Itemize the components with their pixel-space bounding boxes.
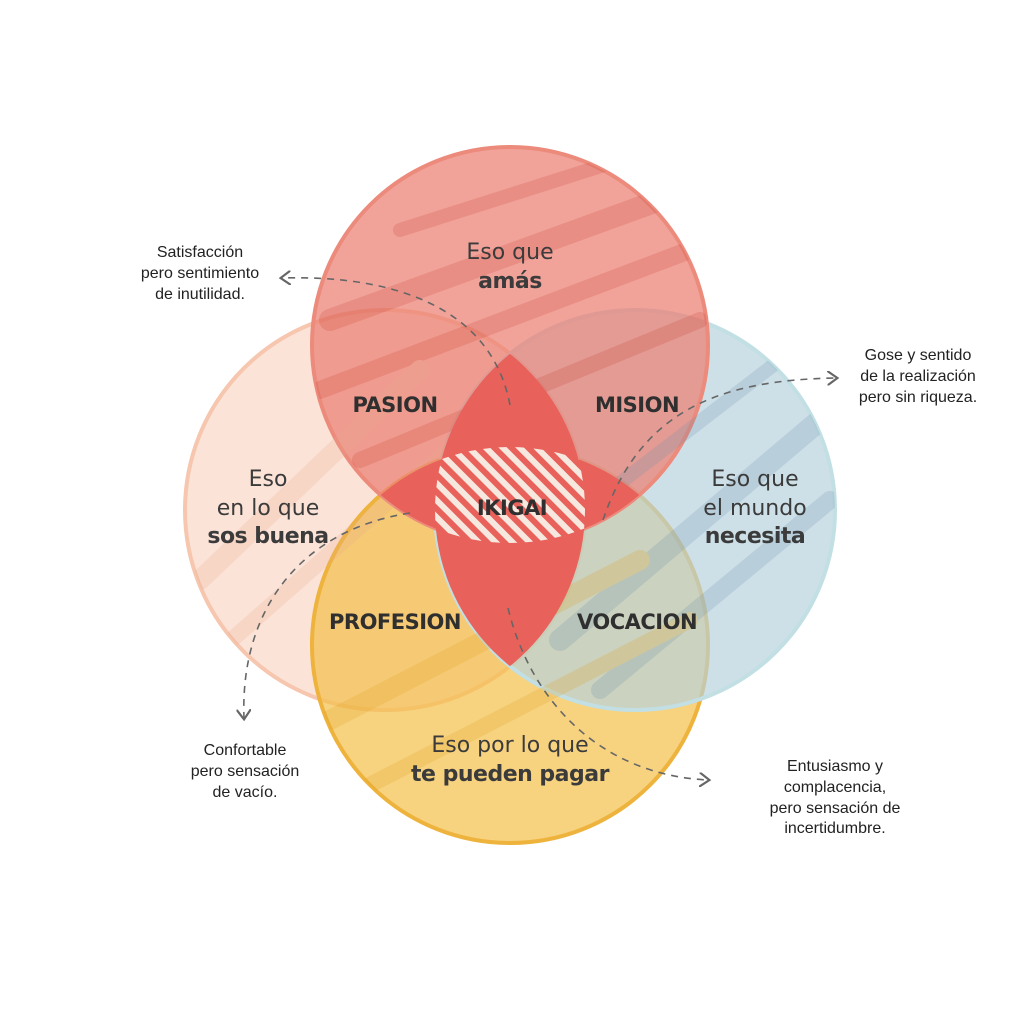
note-bottom-right-line: pero sensación de bbox=[769, 799, 901, 817]
note-top-right: Gose y sentido de la realización pero si… bbox=[828, 346, 1008, 408]
label-left-circle: Eso en lo que sos buena bbox=[168, 466, 368, 552]
label-left-line3: sos buena bbox=[207, 524, 329, 550]
note-bottom-right: Entusiasmo y complacencia, pero sensació… bbox=[735, 757, 935, 840]
zone-vocacion: VOCACION bbox=[576, 610, 698, 634]
label-top-circle: Eso que amás bbox=[410, 239, 610, 296]
label-bottom-circle: Eso por lo que te pueden pagar bbox=[380, 732, 640, 789]
annotation-arrows bbox=[244, 278, 836, 780]
label-bottom-line2: te pueden pagar bbox=[411, 761, 609, 787]
note-bottom-left-line: pero sensación bbox=[190, 762, 300, 780]
label-left-line2: en lo que bbox=[216, 495, 320, 521]
note-bottom-right-line: Entusiasmo y bbox=[786, 758, 884, 775]
zone-profesion: PROFESION bbox=[329, 610, 461, 634]
arrow-bottom-left bbox=[244, 512, 411, 718]
note-top-left-line: Satisfacción bbox=[156, 244, 244, 261]
label-bottom-line1: Eso por lo que bbox=[431, 733, 589, 758]
note-bottom-left-line: de vacío. bbox=[212, 783, 278, 801]
note-top-right-line: Gose y sentido bbox=[864, 347, 972, 364]
label-right-line2: el mundo bbox=[703, 495, 807, 521]
note-top-left-line: de inutilidad. bbox=[155, 285, 245, 303]
zone-ikigai: IKIGAI bbox=[476, 496, 548, 520]
note-top-left-line: pero sentimiento bbox=[140, 264, 260, 282]
note-bottom-left-line: Confortable bbox=[203, 742, 287, 759]
note-top-left: Satisfacción pero sentimiento de inutili… bbox=[110, 243, 290, 305]
arrow-top-right bbox=[602, 378, 836, 521]
note-bottom-right-line: incertidumbre. bbox=[784, 820, 886, 838]
label-right-circle: Eso que el mundo necesita bbox=[655, 466, 855, 552]
label-top-line1: Eso que bbox=[466, 240, 554, 265]
note-bottom-right-line: complacencia, bbox=[783, 778, 887, 796]
label-right-line1: Eso que bbox=[711, 467, 799, 492]
label-right-line3: necesita bbox=[704, 524, 806, 550]
label-top-line2: amás bbox=[478, 268, 542, 294]
note-top-right-line: pero sin riqueza. bbox=[858, 388, 978, 406]
zone-mision: MISION bbox=[594, 393, 680, 417]
arrow-top-left bbox=[282, 278, 511, 406]
zone-pasion: PASION bbox=[352, 393, 438, 417]
label-left-line1: Eso bbox=[248, 467, 288, 492]
note-bottom-left: Confortable pero sensación de vacío. bbox=[150, 741, 340, 803]
note-top-right-line: de la realización bbox=[860, 367, 976, 385]
